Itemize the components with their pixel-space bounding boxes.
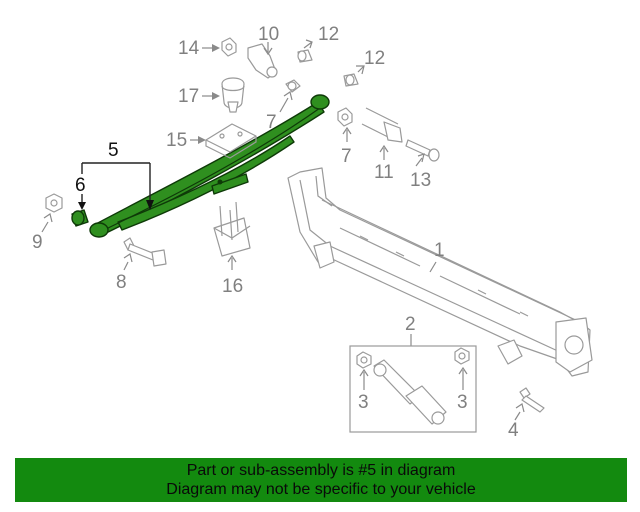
- callout-label-12a: 12: [318, 24, 339, 45]
- axle-frame-part-1[interactable]: [287, 167, 593, 377]
- bump-stop-part-17[interactable]: 17: [178, 77, 245, 113]
- callout-label-3b: 3: [457, 392, 468, 413]
- callout-label-11: 11: [374, 162, 394, 183]
- spring-plate-part-15[interactable]: 15: [166, 123, 257, 159]
- callout-label-14: 14: [178, 38, 200, 59]
- bolt-part-13[interactable]: 13: [405, 139, 440, 191]
- shock-nut-right-part-3[interactable]: 3: [454, 347, 470, 413]
- banner-line-2: Diagram may not be specific to your vehi…: [166, 481, 476, 498]
- callout-label-1: 1: [434, 240, 445, 261]
- callout-label-3a: 3: [358, 392, 369, 413]
- shock-nut-left-part-3[interactable]: 3: [356, 351, 372, 413]
- callout-label-17: 17: [178, 86, 199, 107]
- callout-label-13: 13: [410, 170, 431, 191]
- callout-label-7b: 7: [341, 146, 352, 167]
- callout-5: 5: [81, 140, 154, 210]
- callout-label-4: 4: [508, 420, 519, 441]
- bolt-part-4[interactable]: 4: [508, 387, 545, 441]
- banner-line-1: Part or sub-assembly is #5 in diagram: [186, 462, 456, 479]
- bolt-part-12b[interactable]: 12: [343, 48, 385, 87]
- bushing-part-6[interactable]: 6: [71, 175, 89, 227]
- info-banner: Part or sub-assembly is #5 in diagram Di…: [15, 458, 627, 502]
- shock-absorber[interactable]: [373, 359, 447, 425]
- u-bolt-part-11[interactable]: 11: [361, 107, 403, 183]
- bolt-part-7a[interactable]: 7: [266, 79, 301, 133]
- callout-label-10: 10: [258, 24, 279, 45]
- callout-label-7a: 7: [266, 112, 277, 133]
- callout-label-15: 15: [166, 130, 187, 151]
- callout-label-6: 6: [75, 175, 86, 196]
- callout-label-5: 5: [108, 140, 119, 161]
- callout-label-16: 16: [222, 276, 243, 297]
- callout-label-8: 8: [116, 272, 127, 293]
- bolt-part-12a[interactable]: 12: [297, 24, 339, 63]
- nut-part-9[interactable]: 9: [32, 193, 63, 253]
- leaf-spring-part-5[interactable]: [89, 94, 330, 238]
- shock-absorber-group-part-2[interactable]: 2 3 3: [349, 314, 477, 433]
- callout-label-2: 2: [405, 314, 416, 335]
- nut-part-14[interactable]: 14: [178, 37, 237, 59]
- callout-label-12b: 12: [364, 48, 385, 69]
- shock-absorber-box: [349, 345, 477, 433]
- bolt-part-8[interactable]: 8: [116, 237, 167, 293]
- callout-label-9: 9: [32, 232, 43, 253]
- spring-seat-part-16[interactable]: 16: [213, 201, 251, 297]
- bolt-part-7b[interactable]: 7: [337, 107, 353, 167]
- callout-1: 1: [429, 240, 445, 273]
- shackle-bracket-part-10[interactable]: 10: [247, 24, 279, 79]
